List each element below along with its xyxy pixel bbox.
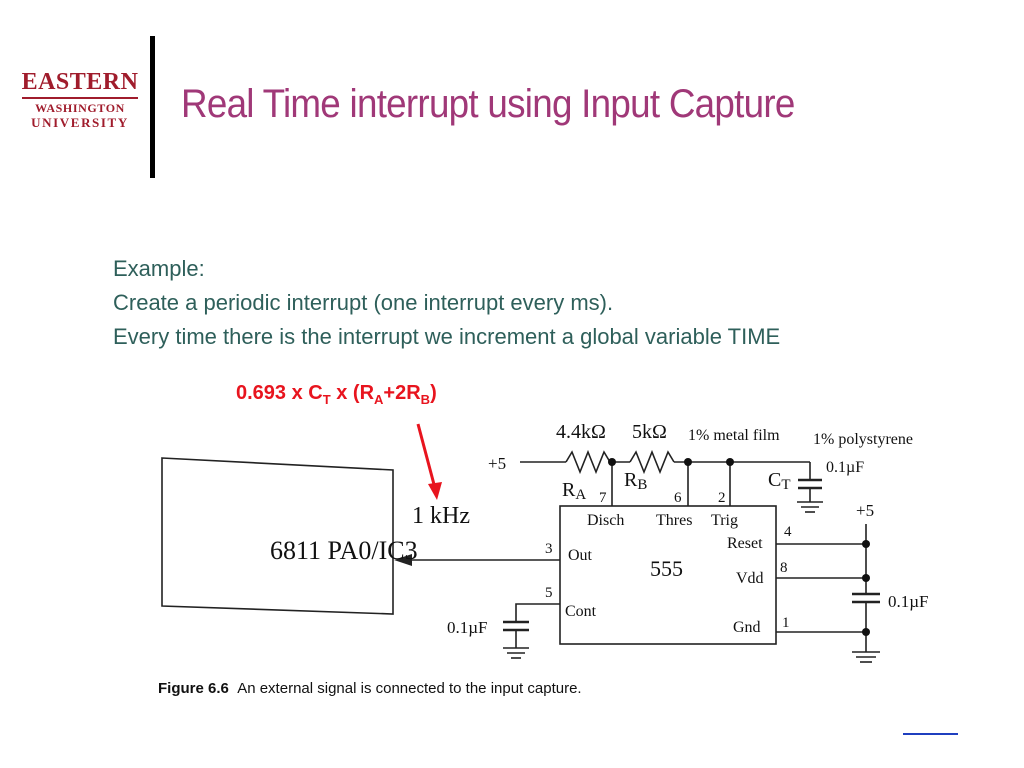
- body-line-2: Create a periodic interrupt (one interru…: [113, 290, 614, 315]
- formula-prefix: 0.693 x C: [236, 382, 323, 404]
- formula-arrow-head: [428, 482, 442, 500]
- junction-dot: [862, 628, 870, 636]
- freq-label: 1 kHz: [412, 503, 470, 529]
- pin-label-vdd: Vdd: [736, 570, 764, 587]
- mcu-label: 6811 PA0/IC3: [270, 536, 418, 565]
- body-text: Example: Create a periodic interrupt (on…: [113, 252, 780, 354]
- junction-dot: [608, 458, 616, 466]
- decoupling-cap-label: 0.1µF: [888, 592, 929, 611]
- ra-value-label: 4.4kΩ: [556, 421, 606, 443]
- pin-label-out: Out: [568, 547, 593, 564]
- mcu-box: [161, 457, 394, 615]
- rb-name: RB: [624, 469, 647, 493]
- logo-line-eastern: EASTERN: [21, 69, 139, 95]
- out-arrow-head: [394, 554, 412, 566]
- corner-link-underline[interactable]: [903, 733, 958, 735]
- right-ground-icon: [852, 651, 880, 663]
- left-ground-icon: [503, 647, 529, 659]
- formula-arrow: [416, 423, 438, 493]
- logo-rule: [22, 97, 138, 99]
- ra-name: RA: [562, 479, 586, 503]
- supply-right-label: +5: [856, 501, 874, 520]
- body-line-3: Every time there is the interrupt we inc…: [113, 324, 781, 349]
- formula-sub-t: T: [322, 392, 331, 407]
- pin-number-3: 3: [545, 541, 553, 557]
- pin-label-reset: Reset: [727, 535, 763, 552]
- chip-label: 555: [650, 556, 683, 581]
- pin-number-4: 4: [784, 524, 792, 540]
- formula-close: ): [430, 382, 437, 404]
- junction-dot: [684, 458, 692, 466]
- junction-dot: [862, 540, 870, 548]
- junction-dot: [726, 458, 734, 466]
- formula-plus: +2R: [383, 382, 421, 404]
- chip-555-box: [559, 505, 777, 645]
- caption-text: An external signal is connected to the i…: [237, 680, 582, 697]
- caption-label: Figure 6.6: [158, 680, 229, 697]
- pin-label-disch: Disch: [587, 512, 624, 529]
- formula-sub-b: B: [420, 392, 431, 407]
- pin-label-gnd: Gnd: [733, 619, 761, 636]
- pin-label-trig: Trig: [711, 512, 738, 529]
- logo-line-university: UNIVERSITY: [31, 115, 129, 130]
- timing-formula: 0.693 x CT x (RA+2RB): [236, 382, 437, 407]
- supply-top-label: +5: [488, 454, 506, 473]
- ct-ground-icon: [797, 501, 823, 513]
- university-logo: EASTERN WASHINGTON UNIVERSITY: [18, 70, 142, 130]
- ct-name: CT: [768, 469, 791, 493]
- pin-number-6: 6: [674, 490, 682, 506]
- pin-number-2: 2: [718, 490, 726, 506]
- ct-value-label: 0.1µF: [826, 459, 864, 476]
- pin5-wire: [515, 603, 560, 622]
- pin-label-cont: Cont: [565, 603, 597, 620]
- pin-number-7: 7: [599, 490, 607, 506]
- formula-sub-a: A: [374, 392, 384, 407]
- figure-caption: Figure 6.6 An external signal is connect…: [158, 680, 582, 697]
- junction-dot: [862, 574, 870, 582]
- pin-number-5: 5: [545, 585, 553, 601]
- top-wire: [520, 449, 811, 480]
- body-line-1: Example:: [113, 256, 205, 281]
- metal-film-label: 1% metal film: [688, 427, 780, 444]
- pin-number-8: 8: [780, 560, 788, 576]
- title-divider: [150, 36, 155, 178]
- rb-value-label: 5kΩ: [632, 421, 667, 443]
- pin-number-1: 1: [782, 615, 790, 631]
- pin-label-thres: Thres: [656, 512, 692, 529]
- cont-cap-label: 0.1µF: [447, 618, 488, 637]
- logo-line-washington: WASHINGTON: [35, 101, 125, 115]
- slide-title: Real Time interrupt using Input Capture: [181, 82, 795, 126]
- formula-mid: x (R: [330, 382, 375, 404]
- polystyrene-label: 1% polystyrene: [813, 431, 913, 448]
